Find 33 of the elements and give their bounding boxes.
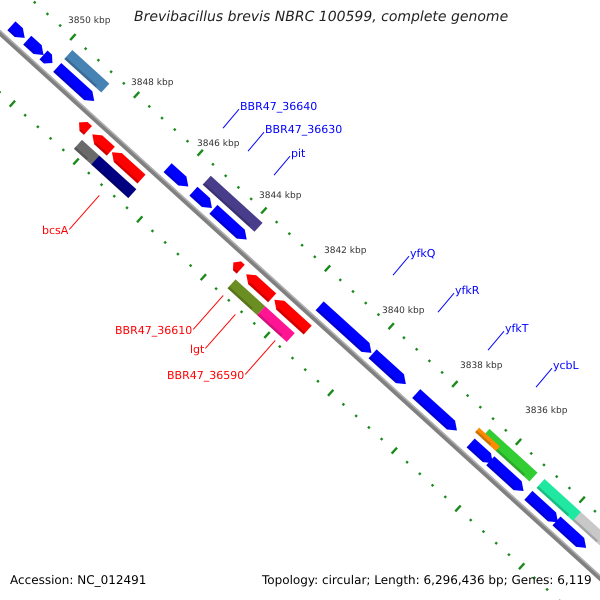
leader-line [438,292,454,313]
scale-label: 3850 kbp [68,16,110,26]
gene-label: BBR47_36640 [240,101,318,114]
gene-label: lgt [190,344,204,357]
gene-label: yfkQ [410,248,436,261]
scale-label: 3844 kbp [259,191,302,202]
leader-line [244,340,276,375]
accession-text: Accession: NC_012491 [10,574,146,588]
gene-label: ycbL [553,360,579,373]
leader-line [222,108,240,129]
scale-label: 3846 kbp [197,139,240,150]
gene-label: BBR47_36590 [167,370,244,383]
gene-label: BBR47_36610 [115,325,192,338]
leader-line [488,330,504,351]
scale-label: 3848 kbp [131,78,174,88]
gene-label: BBR47_36630 [265,124,342,137]
gene-label: bcsA [42,225,68,238]
leader-line [274,156,290,176]
title: Brevibacillus brevis NBRC 100599, complete genome [133,9,508,26]
leader-line [536,368,552,388]
scale-label: 3840 kbp [382,306,424,316]
scale-label: 3842 kbp [324,246,366,256]
genome-summary: Topology: circular; Length: 6,296,436 bp; Genes: 6,119 [262,574,592,588]
leader-line [204,314,236,349]
leader-line [392,256,410,276]
leader-line [68,194,100,230]
scale-label: 3836 kbp [525,406,568,416]
gene-label: yfkT [505,323,528,336]
gene-label: yfkR [455,285,480,298]
scale-label: 3838 kbp [460,361,502,372]
leader-line [248,132,264,152]
gene-label: pit [291,148,306,161]
leader-line [192,294,224,330]
